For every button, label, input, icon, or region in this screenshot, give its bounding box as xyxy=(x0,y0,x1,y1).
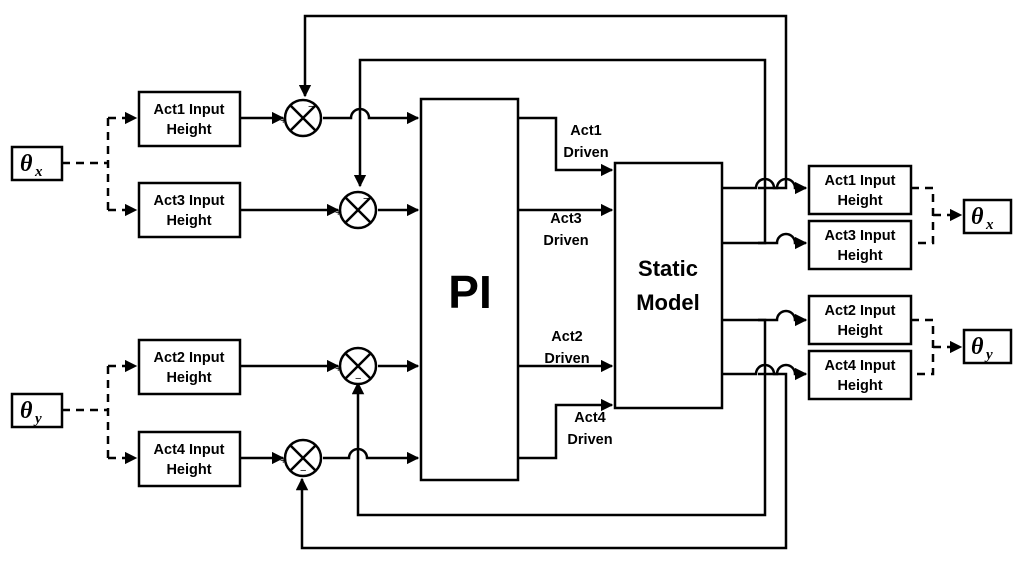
theta-y-input-block: θ y xyxy=(10,392,64,429)
block-label-line1: Act4 Input xyxy=(154,442,225,458)
theta-y-output-subscript: y xyxy=(984,347,993,363)
theta-x-output-subscript: x xyxy=(985,217,994,233)
summing-junction-act1: + − xyxy=(280,98,323,138)
act2-input-height-block: Act2 Input Height xyxy=(137,338,242,396)
summing-junction-act2: + − xyxy=(335,346,378,386)
block-label-line2: Height xyxy=(166,462,211,478)
act2-output-height-block: Act2 Input Height xyxy=(807,294,913,346)
act1-input-height-block: Act1 Input Height xyxy=(137,90,242,148)
model-label-line2: Model xyxy=(636,290,700,315)
act4-driven-wire xyxy=(518,398,614,460)
act4-driven-label: Act4 Driven xyxy=(567,410,612,448)
theta-y-merge-lines xyxy=(911,318,963,376)
block-label-line1: Act3 Input xyxy=(825,228,896,244)
theta-x-input-block: θ x xyxy=(10,145,64,182)
plus-sign: + xyxy=(280,455,286,467)
act1-driven-wire xyxy=(518,116,614,177)
block-label-line1: Act3 Input xyxy=(154,193,225,209)
svg-text:Act2: Act2 xyxy=(551,329,582,345)
svg-text:Driven: Driven xyxy=(543,233,588,249)
theta-y-input-symbol: θ xyxy=(20,398,33,424)
svg-text:Act1: Act1 xyxy=(570,123,601,139)
theta-y-input-subscript: y xyxy=(33,411,42,427)
act4-output-height-block: Act4 Input Height xyxy=(807,349,913,401)
plus-sign: + xyxy=(335,207,341,219)
act3-driven-label: Act3 Driven xyxy=(543,211,588,249)
minus-sign: − xyxy=(308,101,314,113)
model-to-act2-output-wire xyxy=(722,309,808,327)
block-label-line2: Height xyxy=(166,122,211,138)
act3-input-height-block: Act3 Input Height xyxy=(137,181,242,239)
act3-output-height-block: Act3 Input Height xyxy=(807,219,913,271)
block-label-line2: Height xyxy=(166,370,211,386)
svg-text:Act3: Act3 xyxy=(550,211,581,227)
plus-sign: + xyxy=(280,115,286,127)
block-label-line2: Height xyxy=(837,323,882,339)
act4-input-height-block: Act4 Input Height xyxy=(137,430,242,488)
minus-sign: − xyxy=(300,465,306,477)
pi-label: PI xyxy=(448,266,491,318)
minus-sign: − xyxy=(355,373,361,385)
block-label-line1: Act4 Input xyxy=(825,358,896,374)
static-model-block: Static Model xyxy=(613,161,724,410)
theta-y-output-block: θ y xyxy=(962,328,1013,365)
block-label-line1: Act1 Input xyxy=(825,173,896,189)
sum1-to-pi-wire xyxy=(323,107,420,125)
summing-junction-act3: + − xyxy=(335,190,378,230)
theta-x-input-subscript: x xyxy=(34,164,43,180)
block-label-line2: Height xyxy=(166,213,211,229)
block-label-line2: Height xyxy=(837,193,882,209)
summing-junction-act4: + − xyxy=(280,438,323,478)
theta-x-output-symbol: θ xyxy=(971,204,984,230)
act1-driven-label: Act1 Driven xyxy=(563,123,608,161)
theta-x-input-symbol: θ xyxy=(20,151,33,177)
block-label-line1: Act2 Input xyxy=(825,303,896,319)
model-to-act1-output-wire xyxy=(722,177,808,195)
theta-x-merge-lines xyxy=(911,186,963,245)
act1-output-height-block: Act1 Input Height xyxy=(807,164,913,216)
theta-y-output-symbol: θ xyxy=(971,334,984,360)
svg-text:Driven: Driven xyxy=(544,351,589,367)
theta-x-split-lines xyxy=(62,111,138,217)
theta-y-split-lines xyxy=(62,359,138,465)
svg-text:Driven: Driven xyxy=(567,432,612,448)
block-label-line2: Height xyxy=(837,248,882,264)
sum4-to-pi-wire xyxy=(323,447,420,465)
minus-sign: − xyxy=(363,193,369,205)
block-label-line1: Act2 Input xyxy=(154,350,225,366)
model-to-act4-output-wire xyxy=(722,363,808,381)
model-label-line1: Static xyxy=(638,256,698,281)
pi-controller-block: PI xyxy=(419,97,520,482)
theta-x-output-block: θ x xyxy=(962,198,1013,235)
block-label-line1: Act1 Input xyxy=(154,102,225,118)
block-label-line2: Height xyxy=(837,378,882,394)
svg-text:Driven: Driven xyxy=(563,145,608,161)
model-to-act3-output-wire xyxy=(722,232,808,250)
svg-text:Act4: Act4 xyxy=(574,410,605,426)
act2-driven-label: Act2 Driven xyxy=(544,329,589,367)
plus-sign: + xyxy=(335,363,341,375)
